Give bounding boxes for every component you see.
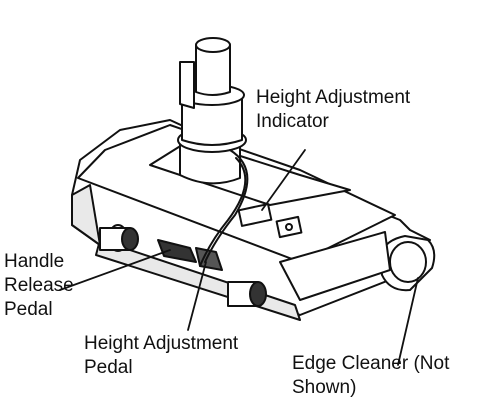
height-adjustment-pedal — [195, 247, 223, 271]
leader-height-pedal — [187, 261, 207, 331]
front-wheel — [227, 281, 267, 307]
label-handle-release: Handle Release Pedal — [4, 250, 74, 322]
label-height-indicator-line2: Indicator — [256, 111, 329, 132]
edge-cleaner-cap — [389, 241, 427, 283]
leader-edge-cleaner — [397, 277, 419, 366]
label-edge-cleaner-line1: Edge Cleaner (Not — [292, 353, 450, 374]
handle-tube — [181, 94, 243, 146]
rear-left-wheel — [99, 224, 139, 252]
label-handle-release-line3: Pedal — [4, 299, 53, 320]
right-end-block — [279, 231, 391, 301]
leader-height-indicator — [261, 149, 306, 211]
label-edge-cleaner: Edge Cleaner (Not Shown) — [292, 352, 449, 400]
label-height-indicator: Height Adjustment Indicator — [256, 86, 410, 134]
label-height-pedal-line1: Height Adjustment — [84, 333, 239, 354]
handle-release-pedal — [157, 239, 197, 263]
handle-upper-tube — [195, 44, 231, 96]
label-edge-cleaner-line2: Shown) — [292, 377, 357, 398]
label-height-indicator-line1: Height Adjustment — [256, 87, 411, 108]
indicator-button-dot — [285, 223, 293, 231]
handle-latch — [179, 61, 195, 109]
hose — [204, 149, 249, 263]
leader-handle-release — [59, 249, 171, 291]
hose-inner — [199, 157, 247, 267]
label-height-pedal-line2: Pedal — [84, 357, 133, 378]
label-height-pedal: Height Adjustment Pedal — [84, 332, 238, 380]
label-handle-release-line1: Handle — [4, 251, 65, 272]
handle-top-opening — [195, 37, 231, 53]
label-handle-release-line2: Release — [4, 275, 74, 296]
